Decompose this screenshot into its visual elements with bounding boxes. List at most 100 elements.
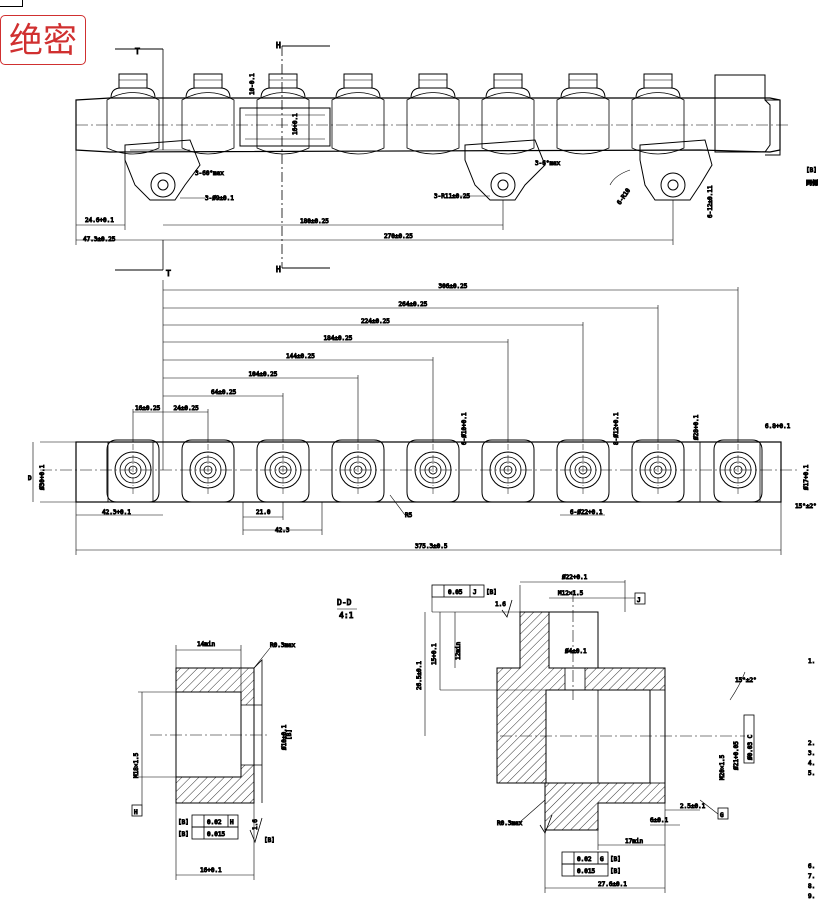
dim-hex-center: 16+0.1 xyxy=(292,113,299,135)
dim-27-6: 27.6±0.1 xyxy=(598,881,627,888)
dim-24-6: 24.6+0.1 xyxy=(85,217,114,224)
dim-r0-3-left: R0.3max xyxy=(270,642,296,649)
tol1-value: 0.02 xyxy=(207,819,222,826)
section-mark-h-bottom: H xyxy=(276,265,281,274)
view-label-dd: D-D xyxy=(337,598,352,607)
front-dim-line: 24±0.25 xyxy=(163,405,209,442)
dim-tol-c: Ø0.03 C xyxy=(747,734,754,760)
dim-17min: 17min xyxy=(625,838,643,845)
front-dim-label: 144±0.25 xyxy=(286,353,315,360)
dim-8-dia12: 8-Ø12+0.1 xyxy=(613,412,620,445)
dim-15-deg: 15°±2° xyxy=(795,503,817,510)
side-note-number: 1. xyxy=(808,658,815,665)
datum-j: J xyxy=(637,597,641,604)
front-dim-line: 64±0.25 xyxy=(163,389,284,442)
front-boss xyxy=(106,439,160,503)
tol1-ref: H xyxy=(230,819,234,826)
top-boss xyxy=(181,73,235,155)
tol-bottom-value: 0.02 xyxy=(577,856,592,863)
tol-b2: [B] xyxy=(178,831,189,838)
bracket-right xyxy=(639,139,713,201)
front-dim-label: 224±0.25 xyxy=(361,318,390,325)
front-dim-line: 306±0.25 xyxy=(163,283,739,442)
tol-bottom2-value: 0.015 xyxy=(577,868,595,875)
dim-1-6: 1.6 xyxy=(495,601,506,608)
front-boss xyxy=(713,439,763,503)
title-corner-box xyxy=(0,0,23,7)
front-boss xyxy=(481,439,535,503)
dim-m12: M12×1.5 xyxy=(558,590,584,597)
front-boss xyxy=(631,439,685,503)
dim-12min: 12min xyxy=(455,642,462,660)
dim-r0-3-right: R0.3max xyxy=(497,820,523,827)
dim-15-deg-right: 15°±2° xyxy=(735,677,757,684)
front-dim-line: 104±0.25 xyxy=(163,371,359,442)
front-bosses xyxy=(106,439,763,503)
side-note-number: 5. xyxy=(808,770,815,777)
note-radius: 3-R11±0.25 xyxy=(434,193,471,200)
tol-b1: [B] xyxy=(178,819,189,826)
top-boss xyxy=(331,73,385,155)
front-dim-label: 104±0.25 xyxy=(249,371,278,378)
dim-6-dia10: 6-Ø10+0.1 xyxy=(461,412,468,445)
section-mark-h-top: H xyxy=(276,41,281,50)
note-slope-left: 3-60°max xyxy=(195,170,224,177)
dim-6-dia22: 6-Ø22+0.1 xyxy=(570,509,603,516)
note-hole: 3-Ø9±0.1 xyxy=(205,195,234,202)
dim-dia4: Ø4±0.1 xyxy=(565,648,587,655)
right-note-side: 同侧 xyxy=(806,179,818,187)
tol-top-ref: J xyxy=(473,589,477,596)
top-boss xyxy=(106,73,160,155)
dim-375-3: 375.3±0.5 xyxy=(415,543,448,550)
datum-h: H xyxy=(134,809,138,816)
dim-r5: R5 xyxy=(405,512,413,519)
dim-m18: M18×1.5 xyxy=(133,752,140,778)
detail-left: 14min R0.3max M18×1.5 Ø10±0.1 [B] H 0.02… xyxy=(131,641,296,880)
bracket-middle xyxy=(464,139,546,201)
note-slope-right: 3-6°max xyxy=(535,160,561,167)
side-note-number: 6. xyxy=(808,863,815,870)
front-dim-label: 184±0.25 xyxy=(324,335,353,342)
top-boss xyxy=(631,73,685,155)
dim-270: 270±0.25 xyxy=(384,233,413,240)
dim-dia10: Ø10±0.1 xyxy=(281,724,288,750)
tol-bottom-b2: [B] xyxy=(610,868,621,875)
confidential-stamp: 绝密 xyxy=(0,15,86,65)
dim-42: 42.3 xyxy=(275,527,290,534)
front-dim-line: 264±0.25 xyxy=(163,301,659,442)
tol-top-b: [B] xyxy=(486,589,497,596)
front-boss xyxy=(406,439,460,503)
top-boss xyxy=(481,73,535,155)
dim-42-3: 42.3+0.1 xyxy=(102,509,131,516)
side-note-number: 4. xyxy=(808,760,815,767)
tol2-value: 0.015 xyxy=(207,831,225,838)
dim-15-right: 15+0.1 xyxy=(431,643,438,665)
front-dim-label: 16±0.25 xyxy=(135,405,161,412)
dim-dia-right: Ø17+0.1 xyxy=(803,464,810,490)
section-mark-t-top: T xyxy=(135,47,140,56)
top-bosses xyxy=(106,73,685,155)
dim-m20: M20×1.5 xyxy=(719,754,726,780)
top-boss xyxy=(256,73,310,155)
front-dim-label: 264±0.25 xyxy=(399,301,428,308)
front-boss xyxy=(331,439,385,503)
side-note-number: 9. xyxy=(808,893,815,900)
surface-b: [B] xyxy=(264,837,275,844)
dim-dia28: Ø28+0.1 xyxy=(693,414,700,440)
front-boss xyxy=(556,439,610,503)
top-view: T T H H 10-0.1 16+0.1 xyxy=(75,41,818,279)
datum-g: G xyxy=(720,812,724,819)
dim-2-5: 2.5±0.1 xyxy=(680,803,706,810)
dim-26-5: 26.5±0.1 xyxy=(416,661,423,690)
dim-6-right: 6±0.1 xyxy=(650,817,668,824)
tol-bottom-b1: [B] xyxy=(610,856,621,863)
side-note-number: 2. xyxy=(808,740,815,747)
dim-d: D xyxy=(28,475,32,482)
front-dim-label: 64±0.25 xyxy=(211,389,237,396)
dim-180: 180±0.25 xyxy=(300,218,329,225)
front-dim-line: 144±0.25 xyxy=(163,353,434,442)
surface-value: 1.6 xyxy=(252,819,259,830)
